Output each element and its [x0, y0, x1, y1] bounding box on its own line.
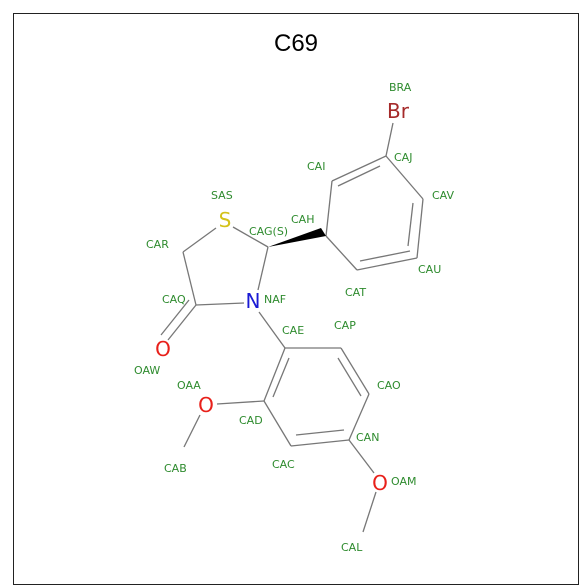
label-cao: CAO: [377, 379, 401, 392]
bond-caq-oaw: [167, 304, 197, 341]
bond-cap-cao: [340, 347, 370, 395]
bond-cav-cau-inner: [407, 202, 414, 247]
label-naf: NAF: [264, 293, 286, 306]
label-cav: CAV: [432, 189, 455, 202]
label-cai: CAI: [307, 160, 325, 173]
molecule-frame: [13, 13, 579, 585]
molecule-title: C69: [274, 30, 318, 57]
label-cat: CAT: [345, 286, 366, 299]
bond-cat-cau-inner: [359, 250, 411, 262]
label-cag: CAG(S): [249, 225, 288, 238]
bond-cad-oaa: [216, 400, 265, 405]
bond-cag-cah-wedge: [268, 228, 326, 247]
label-cal: CAL: [341, 541, 363, 554]
label-caq: CAQ: [162, 293, 186, 306]
bond-caq-oaw-double: [160, 299, 190, 336]
label-cap: CAP: [334, 319, 356, 332]
atom-n: N: [246, 289, 261, 313]
bond-can-oam: [348, 439, 375, 474]
bond-cad-cae-inner: [272, 357, 290, 398]
bond-sas-cag: [232, 226, 269, 248]
label-sas: SAS: [211, 189, 233, 202]
bond-cad-cae: [263, 347, 286, 402]
label-cau: CAU: [418, 263, 441, 276]
bond-sas-car: [182, 227, 217, 253]
bond-cah-cat: [325, 235, 358, 271]
bond-cag-naf: [257, 246, 269, 291]
atom-labels: BRA CAJ CAI CAV SAS CAH CAG(S) CAR CAU C…: [134, 81, 455, 554]
bond-caq-naf: [195, 302, 245, 306]
label-cae: CAE: [282, 324, 304, 337]
bond-oaa-cab: [183, 414, 201, 448]
label-bra: BRA: [389, 81, 412, 94]
bond-cap-cao-inner: [337, 357, 362, 397]
bond-car-caq: [182, 251, 197, 306]
bond-cat-cau: [356, 257, 418, 271]
bond-caj-cai-inner: [337, 165, 381, 187]
bond-cav-caj: [385, 155, 424, 200]
bond-cai-cah: [325, 180, 333, 237]
bond-cao-can: [348, 393, 370, 441]
label-oam: OAM: [391, 475, 416, 488]
bond-naf-cae: [258, 311, 286, 349]
bond-cac-cad: [263, 400, 292, 447]
bond-cau-cav: [416, 198, 424, 259]
label-cac: CAC: [272, 458, 295, 471]
label-car: CAR: [146, 238, 169, 251]
bond-caj-br: [385, 122, 394, 157]
label-cah: CAH: [291, 213, 314, 226]
bond-can-cac-inner: [295, 429, 345, 436]
atom-oaa: O: [198, 393, 214, 417]
label-cad: CAD: [239, 414, 263, 427]
label-can: CAN: [356, 431, 379, 444]
label-oaa: OAA: [177, 379, 201, 392]
label-oaw: OAW: [134, 364, 160, 377]
atom-oam: O: [372, 471, 388, 495]
bond-oam-cal: [362, 491, 377, 533]
bond-can-cac: [290, 439, 350, 447]
bonds: [160, 122, 424, 533]
atom-oaw: O: [155, 337, 171, 361]
atom-symbols: Br S N O O O: [155, 99, 410, 495]
label-caj: CAJ: [394, 151, 412, 164]
label-cab: CAB: [164, 462, 187, 475]
bond-caj-cai: [331, 155, 387, 182]
atom-s: S: [219, 208, 232, 232]
atom-br: Br: [387, 99, 410, 123]
